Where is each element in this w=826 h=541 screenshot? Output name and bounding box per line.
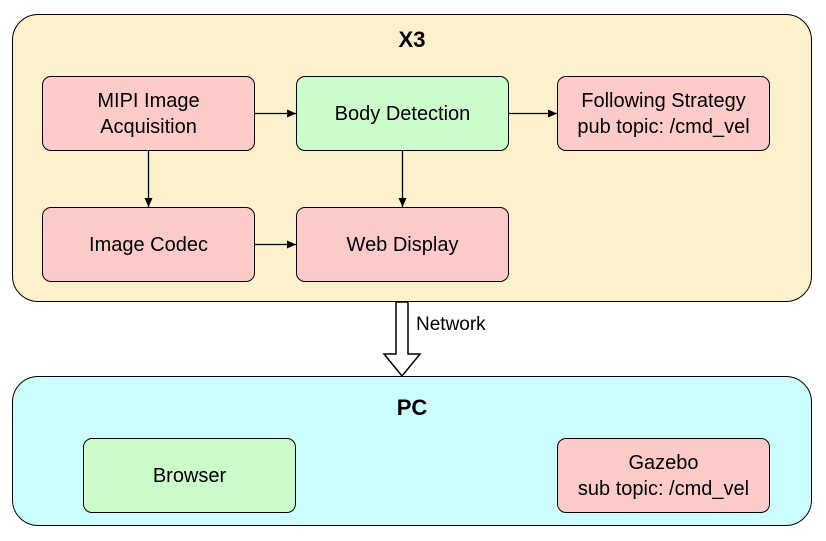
- group-x3-title: X3: [398, 27, 426, 52]
- group-pc-title: PC: [396, 395, 428, 420]
- gazebo-node-line-1: Gazebo: [628, 451, 699, 474]
- image-codec-node-label: Image Codec: [89, 233, 208, 256]
- web-display-node-label: Web Display: [346, 233, 459, 256]
- image-codec-node: Image Codec: [42, 207, 255, 282]
- following-strategy-node: Following Strategy pub topic: /cmd_vel: [557, 76, 770, 151]
- following-node-line-1: Following Strategy: [581, 89, 746, 112]
- mipi-node-line-2: Acquisition: [100, 115, 197, 138]
- network-label: Network: [416, 314, 486, 335]
- body-detection-node-label: Body Detection: [334, 102, 471, 125]
- gazebo-node-line-2: sub topic: /cmd_vel: [577, 477, 750, 500]
- network-hollow-arrow: [382, 301, 422, 378]
- gazebo-node: Gazebo sub topic: /cmd_vel: [557, 438, 770, 513]
- mipi-image-acquisition-node: MIPI Image Acquisition: [42, 76, 255, 151]
- browser-node-label: Browser: [152, 464, 227, 487]
- mipi-node-line-1: MIPI Image: [97, 89, 200, 112]
- body-detection-node: Body Detection: [296, 76, 509, 151]
- following-node-line-2: pub topic: /cmd_vel: [577, 115, 750, 138]
- web-display-node: Web Display: [296, 207, 509, 282]
- browser-node: Browser: [83, 438, 296, 513]
